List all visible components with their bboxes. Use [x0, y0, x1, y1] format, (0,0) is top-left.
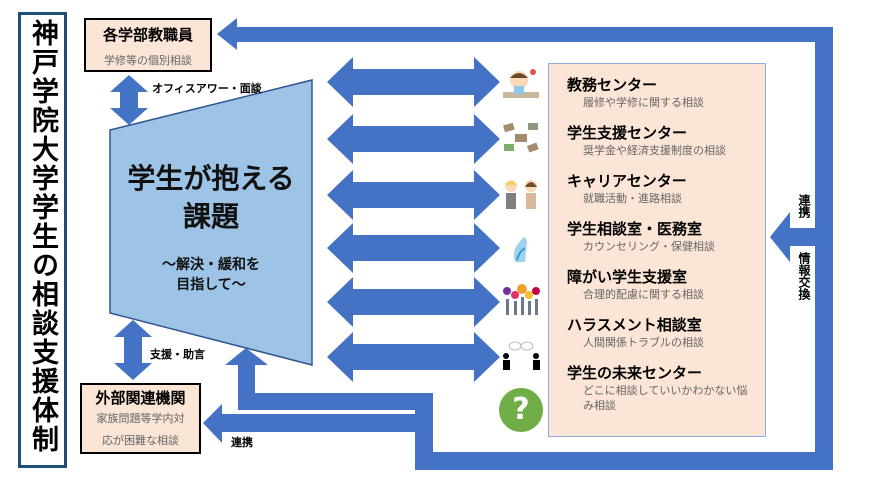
student-issues-shape [109, 79, 313, 366]
issues-title-line1: 学生が抱える [127, 162, 295, 195]
center-name: 教務センター [567, 76, 658, 94]
office-hour-double-arrow [110, 75, 148, 125]
page-title: 神戸学院大学学生の相談支援体制 [27, 19, 58, 454]
center-item-academic: 教務センター履修や学修に関する相談 [567, 76, 765, 110]
consultation-centers-box: 教務センター履修や学修に関する相談 学生支援センター奨学金や経済支援制度の相談 … [548, 63, 766, 437]
center-item-future: 学生の未来センターどこに相談していいかわかない悩み相談 [567, 364, 765, 413]
title-box: 神戸学院大学学生の相談支援体制 [18, 12, 67, 468]
arrow-up-to-issues [225, 348, 433, 410]
center-name: 障がい学生支援室 [567, 268, 688, 286]
center-desc: 就職活動・進路相談 [583, 192, 682, 205]
faculty-sub: 学修等の個別相談 [104, 54, 192, 67]
medical-icon [501, 230, 541, 266]
center-name: 学生相談室・医務室 [567, 220, 703, 238]
center-name: 学生の未来センター [567, 364, 703, 382]
external-sub-line1: 家族問題等学内対 [96, 412, 185, 425]
external-box: 外部関連機関 家族問題等学内対 応が困難な相談 [80, 383, 201, 454]
cooperation-label-right: 連携 [797, 194, 811, 218]
bottom-frame-bar [415, 452, 833, 470]
money-icon [501, 120, 541, 156]
support-double-arrow [114, 320, 152, 380]
faculty-box: 各学部教職員 学修等の個別相談 [84, 18, 212, 72]
center-name: キャリアセンター [567, 172, 687, 190]
arrow-to-external [203, 404, 433, 443]
double-arrow-3 [327, 170, 500, 220]
center-item-career: キャリアセンター就職活動・進路相談 [567, 172, 765, 206]
center-item-student-support: 学生支援センター奨学金や経済支援制度の相談 [567, 124, 765, 158]
feedback-frame [203, 18, 833, 470]
center-name: 学生支援センター [567, 124, 688, 142]
center-item-disability: 障がい学生支援室合理的配慮に関する相談 [567, 268, 765, 302]
double-arrow-6 [327, 332, 500, 382]
office-hour-label: オフィスアワー・面談 [152, 82, 262, 95]
double-arrow-1 [327, 57, 500, 107]
faculty-heading: 各学部教職員 [102, 26, 193, 44]
center-desc: 人間関係トラブルの相談 [583, 336, 704, 349]
external-sub-line2: 応が困難な相談 [102, 434, 179, 447]
center-item-counseling: 学生相談室・医務室カウンセリング・保健相談 [567, 220, 765, 254]
cooperation-label-bottom: 連携 [231, 436, 253, 449]
issues-subtitle: ～解決・緩和を 目指して～ [112, 255, 310, 295]
issues-sub-line1: ～解決・緩和を [162, 257, 260, 273]
center-name: ハラスメント相談室 [567, 316, 702, 334]
support-label: 支援・助言 [150, 348, 205, 361]
center-desc: 合理的配慮に関する相談 [583, 288, 704, 301]
question-icon: ? [512, 392, 530, 427]
issues-title-line2: 課題 [182, 200, 239, 233]
center-desc: 履修や学修に関する相談 [583, 96, 704, 109]
question-circle-icon [499, 388, 543, 432]
diversity-hearts-icon [501, 283, 541, 319]
double-arrow-4 [327, 223, 500, 273]
info-exchange-label: 情報交換 [797, 252, 811, 300]
people-talking-icon [501, 338, 541, 374]
issues-title: 学生が抱える 課題 [112, 160, 310, 236]
double-arrow-2 [327, 114, 500, 164]
interview-icon [501, 177, 541, 213]
external-heading: 外部関連機関 [95, 389, 186, 407]
center-item-harassment: ハラスメント相談室人間関係トラブルの相談 [567, 316, 765, 350]
studying-student-icon [501, 66, 541, 102]
center-desc: 奨学金や経済支援制度の相談 [583, 144, 726, 157]
issues-sub-line2: 目指して～ [176, 277, 246, 293]
right-arrow-to-centers [770, 212, 815, 262]
double-arrow-5 [327, 277, 500, 327]
center-desc: カウンセリング・保健相談 [583, 240, 715, 253]
center-desc: どこに相談していいかわかない悩み相談 [583, 384, 748, 412]
